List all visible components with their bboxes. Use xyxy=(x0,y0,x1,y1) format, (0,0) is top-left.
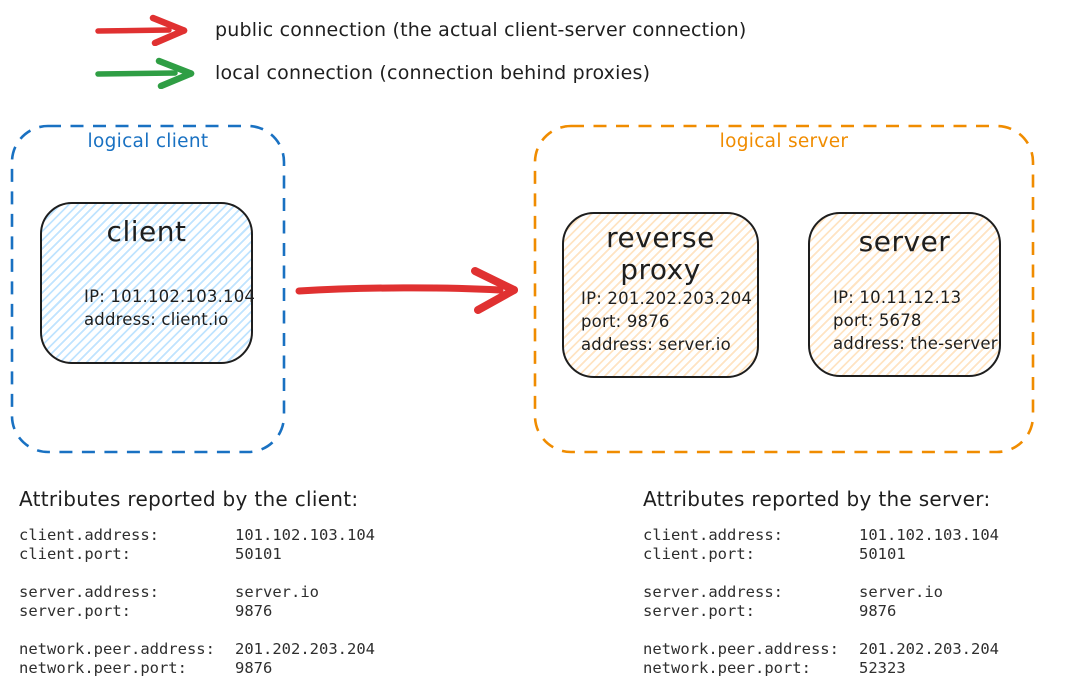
server-attributes-list: client.address: 101.102.103.104 client.p… xyxy=(643,526,999,678)
reverse-proxy-port: port: 9876 xyxy=(581,312,670,331)
attr-row: server.address: server.io xyxy=(643,583,999,602)
attr-value: 9876 xyxy=(859,602,897,620)
attr-row: client.port: 50101 xyxy=(643,545,999,564)
attr-value: 52323 xyxy=(859,659,906,677)
attr-key: client.port: xyxy=(19,545,131,563)
logical-server-group: logical server xyxy=(533,124,1035,454)
attr-row: server.port: 9876 xyxy=(643,602,999,621)
attr-key: network.peer.address: xyxy=(643,640,839,658)
server-node-details: IP: 10.11.12.13 port: 5678 address: the-… xyxy=(810,286,999,355)
reverse-proxy-node: reverse proxy IP: 201.202.203.204 port: … xyxy=(562,212,759,378)
attr-value: 9876 xyxy=(235,602,273,620)
server-node: server IP: 10.11.12.13 port: 5678 addres… xyxy=(808,212,1001,377)
reverse-proxy-ip: IP: 201.202.203.204 xyxy=(581,289,753,308)
attr-row: network.peer.port: 9876 xyxy=(19,659,375,678)
server-attributes-title: Attributes reported by the server: xyxy=(643,487,991,511)
attr-key: client.port: xyxy=(643,545,755,563)
logical-server-border xyxy=(533,124,1035,454)
public-connection-legend-label: public connection (the actual client-ser… xyxy=(215,19,747,41)
client-node-details: IP: 101.102.103.104 address: client.io xyxy=(42,285,256,331)
attr-value: 101.102.103.104 xyxy=(859,526,999,544)
local-connection-arrow-icon xyxy=(95,57,195,89)
attr-value: 201.202.203.204 xyxy=(859,640,999,658)
client-ip: IP: 101.102.103.104 xyxy=(84,287,256,306)
server-address: address: the-server xyxy=(833,334,998,353)
logical-client-group: logical client xyxy=(10,124,286,454)
attr-key: network.peer.address: xyxy=(19,640,215,658)
logical-server-label: logical server xyxy=(719,131,849,152)
client-node-title: client xyxy=(106,215,187,248)
attr-key: client.address: xyxy=(19,526,159,544)
attr-key: network.peer.port: xyxy=(643,659,811,677)
attr-key: server.address: xyxy=(19,583,159,601)
attr-value: server.io xyxy=(859,583,943,601)
public-connection-arrow-icon xyxy=(95,14,188,46)
reverse-proxy-node-title: reverse proxy xyxy=(606,221,715,287)
attr-row: server.port: 9876 xyxy=(19,602,375,621)
attr-row: client.address: 101.102.103.104 xyxy=(643,526,999,545)
client-attributes-list: client.address: 101.102.103.104 client.p… xyxy=(19,526,375,678)
attr-row: network.peer.address: 201.202.203.204 xyxy=(19,640,375,659)
attr-key: client.address: xyxy=(643,526,783,544)
attr-key: server.port: xyxy=(643,602,755,620)
client-to-server-arrow-icon xyxy=(295,267,518,314)
local-connection-legend-label: local connection (connection behind prox… xyxy=(215,62,651,84)
logical-client-border xyxy=(10,124,286,454)
attr-value: 9876 xyxy=(235,659,273,677)
server-ip: IP: 10.11.12.13 xyxy=(833,288,962,307)
client-address: address: client.io xyxy=(84,310,229,329)
attr-row: client.address: 101.102.103.104 xyxy=(19,526,375,545)
client-node: client IP: 101.102.103.104 address: clie… xyxy=(40,202,256,364)
attr-key: server.address: xyxy=(643,583,783,601)
attr-value: 201.202.203.204 xyxy=(235,640,375,658)
attr-row: server.address: server.io xyxy=(19,583,375,602)
attr-key: server.port: xyxy=(19,602,131,620)
attr-value: 101.102.103.104 xyxy=(235,526,375,544)
attr-row: network.peer.address: 201.202.203.204 xyxy=(643,640,999,659)
attr-value: 50101 xyxy=(859,545,906,563)
server-port: port: 5678 xyxy=(833,311,922,330)
logical-client-label: logical client xyxy=(87,131,209,152)
attr-value: server.io xyxy=(235,583,319,601)
attr-row: network.peer.port: 52323 xyxy=(643,659,999,678)
attr-value: 50101 xyxy=(235,545,282,563)
reverse-proxy-node-details: IP: 201.202.203.204 port: 9876 address: … xyxy=(564,287,757,356)
client-attributes-title: Attributes reported by the client: xyxy=(19,487,359,511)
attr-row: client.port: 50101 xyxy=(19,545,375,564)
reverse-proxy-address: address: server.io xyxy=(581,335,731,354)
server-node-title: server xyxy=(858,225,951,258)
attr-key: network.peer.port: xyxy=(19,659,187,677)
